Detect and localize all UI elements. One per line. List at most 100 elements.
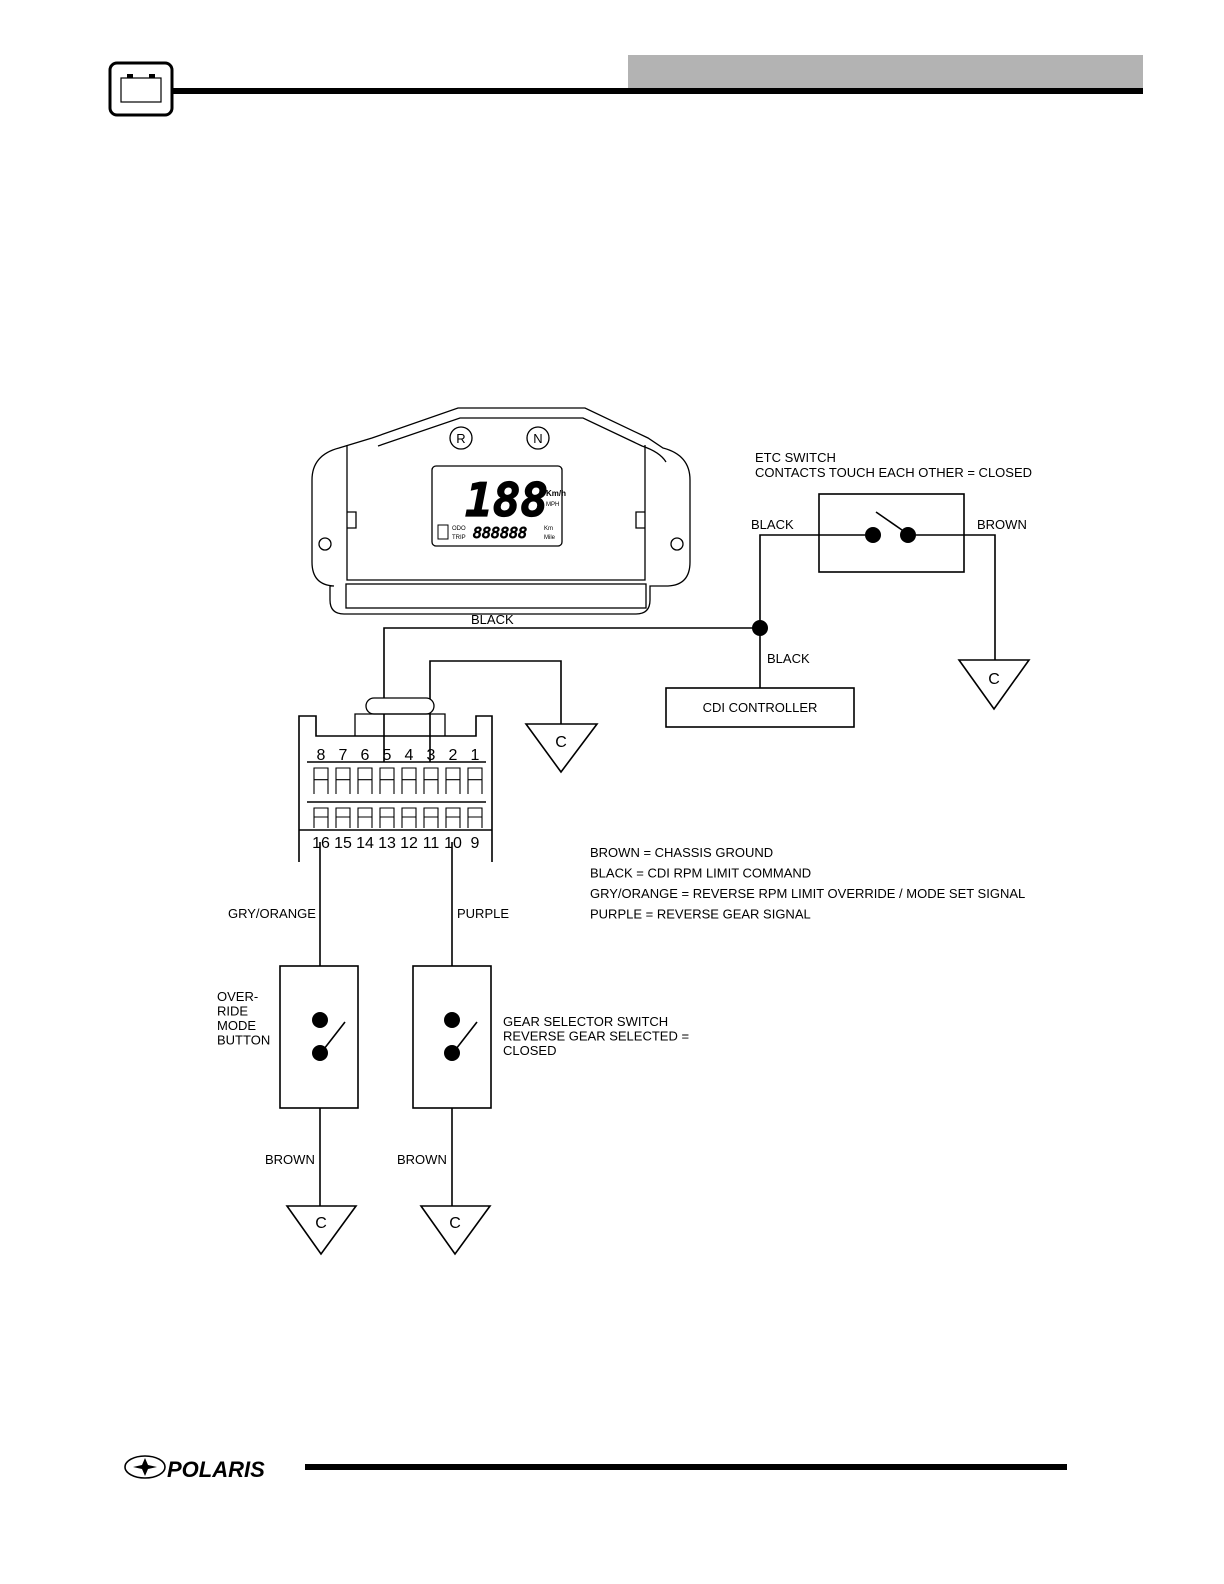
gry-orange-wire-label: GRY/ORANGE <box>228 906 316 921</box>
connector-pin-label: 1 <box>471 747 480 764</box>
connector-pin-label: 9 <box>471 835 480 852</box>
connector-cavity <box>467 807 483 828</box>
odo-label: ODO <box>452 526 466 532</box>
connector-cavity <box>401 767 417 794</box>
ground-symbol-etc-label: C <box>988 671 1000 688</box>
connector-pin-label: 4 <box>405 747 414 764</box>
header-rule <box>168 88 1143 94</box>
ground-symbol-pin3-label: C <box>555 734 567 751</box>
connector-cavity <box>335 767 351 794</box>
indicator-r: R <box>449 426 473 450</box>
etc-left-wire-label: BLACK <box>751 517 794 532</box>
override-label-line: BUTTON <box>217 1033 270 1048</box>
ground-symbol-etc: C <box>957 659 1031 711</box>
top-black-wire-label: BLACK <box>471 612 514 627</box>
indicator-r-label: R <box>456 431 465 446</box>
etc-switch: ETC SWITCH CONTACTS TOUCH EACH OTHER = C… <box>751 450 1032 573</box>
footer-rule <box>305 1464 1067 1470</box>
speed-unit-mph: MPH <box>546 502 559 508</box>
connector-cavities <box>313 767 483 828</box>
lcd-display: 188 Km/h MPH ODO TRIP 888888 Km Mile <box>431 465 566 547</box>
header-grey-bar <box>628 55 1143 89</box>
indicator-n-label: N <box>533 431 542 446</box>
connector-body <box>298 715 493 862</box>
connector-pin-label: 13 <box>378 835 396 852</box>
etc-switch-box <box>818 493 965 573</box>
gear-label-line: GEAR SELECTOR SWITCH <box>503 1014 668 1029</box>
black-wire-junction <box>752 620 768 636</box>
connector-pin-label: 3 <box>427 747 436 764</box>
mode-box <box>437 524 449 540</box>
etc-contact-left <box>865 527 881 543</box>
override-brown-label: BROWN <box>265 1152 315 1167</box>
override-label-line: MODE <box>217 1018 256 1033</box>
etc-black-wire <box>759 534 865 628</box>
ground-symbol-gear: C <box>419 1205 492 1256</box>
connector-pin-label: 6 <box>361 747 370 764</box>
connector-cavity <box>445 807 461 828</box>
override-label-line: RIDE <box>217 1004 248 1019</box>
connector-pin-label: 8 <box>317 747 326 764</box>
legend-line: BROWN = CHASSIS GROUND <box>590 845 773 860</box>
connector-cavity <box>379 767 395 794</box>
connector-pin-label: 5 <box>383 747 392 764</box>
color-legend: BROWN = CHASSIS GROUND BLACK = CDI RPM LI… <box>590 845 1025 922</box>
ground-symbol-override-label: C <box>315 1215 327 1232</box>
speed-digits: 188 <box>465 473 548 527</box>
gear-brown-label: BROWN <box>397 1152 447 1167</box>
ground-symbol-pin3: C <box>524 723 599 774</box>
odometer-digits: 888888 <box>473 524 527 542</box>
dist-unit-km: Km <box>544 526 553 532</box>
dist-unit-mile: Mile <box>544 535 556 541</box>
top-black-wire <box>383 627 760 762</box>
connector-cavity <box>357 807 373 828</box>
etc-brown-wire <box>916 534 996 660</box>
etc-switch-title: ETC SWITCH <box>755 450 836 465</box>
legend-line: BLACK = CDI RPM LIMIT COMMAND <box>590 866 811 881</box>
connector-cavity <box>401 807 417 828</box>
connector-pin-label: 14 <box>356 835 374 852</box>
cdi-black-wire-label: BLACK <box>767 651 810 666</box>
connector-cavity <box>335 807 351 828</box>
trip-label: TRIP <box>452 535 466 541</box>
purple-wire-label: PURPLE <box>457 906 509 921</box>
connector-pin-label: 15 <box>334 835 352 852</box>
connector-cavity <box>423 767 439 794</box>
connector-pin-label: 16 <box>312 835 330 852</box>
page-footer: POLARIS <box>124 1455 1067 1482</box>
etc-switch-note: CONTACTS TOUCH EACH OTHER = CLOSED <box>755 465 1032 480</box>
instrument-cluster <box>311 407 691 615</box>
gear-label-line: CLOSED <box>503 1043 556 1058</box>
speed-unit-kmh: Km/h <box>546 489 566 498</box>
indicator-n: N <box>526 426 550 450</box>
etc-right-wire-label: BROWN <box>977 517 1027 532</box>
connector-pin-label: 7 <box>339 747 348 764</box>
gear-label-line: REVERSE GEAR SELECTED = <box>503 1029 689 1044</box>
etc-contact-right <box>900 527 916 543</box>
cdi-controller: CDI CONTROLLER <box>665 687 855 728</box>
polaris-logo: POLARIS <box>124 1455 265 1482</box>
connector-cavity <box>423 807 439 828</box>
connector-pin-label: 2 <box>449 747 458 764</box>
legend-line: PURPLE = REVERSE GEAR SIGNAL <box>590 907 811 922</box>
connector-cavity <box>357 767 373 794</box>
etc-switch-lever <box>875 511 903 531</box>
override-label-line: OVER- <box>217 989 258 1004</box>
connector-cavity <box>379 807 395 828</box>
connector-cavity <box>313 767 329 794</box>
ground-symbol-override: C <box>285 1205 358 1256</box>
polaris-brand-text: POLARIS <box>167 1457 265 1482</box>
connector-cavity <box>445 767 461 794</box>
ground-symbol-gear-label: C <box>449 1215 461 1232</box>
connector-pin-label: 11 <box>423 835 440 852</box>
connector-cavity <box>467 767 483 794</box>
legend-line: GRY/ORANGE = REVERSE RPM LIMIT OVERRIDE … <box>590 886 1025 901</box>
